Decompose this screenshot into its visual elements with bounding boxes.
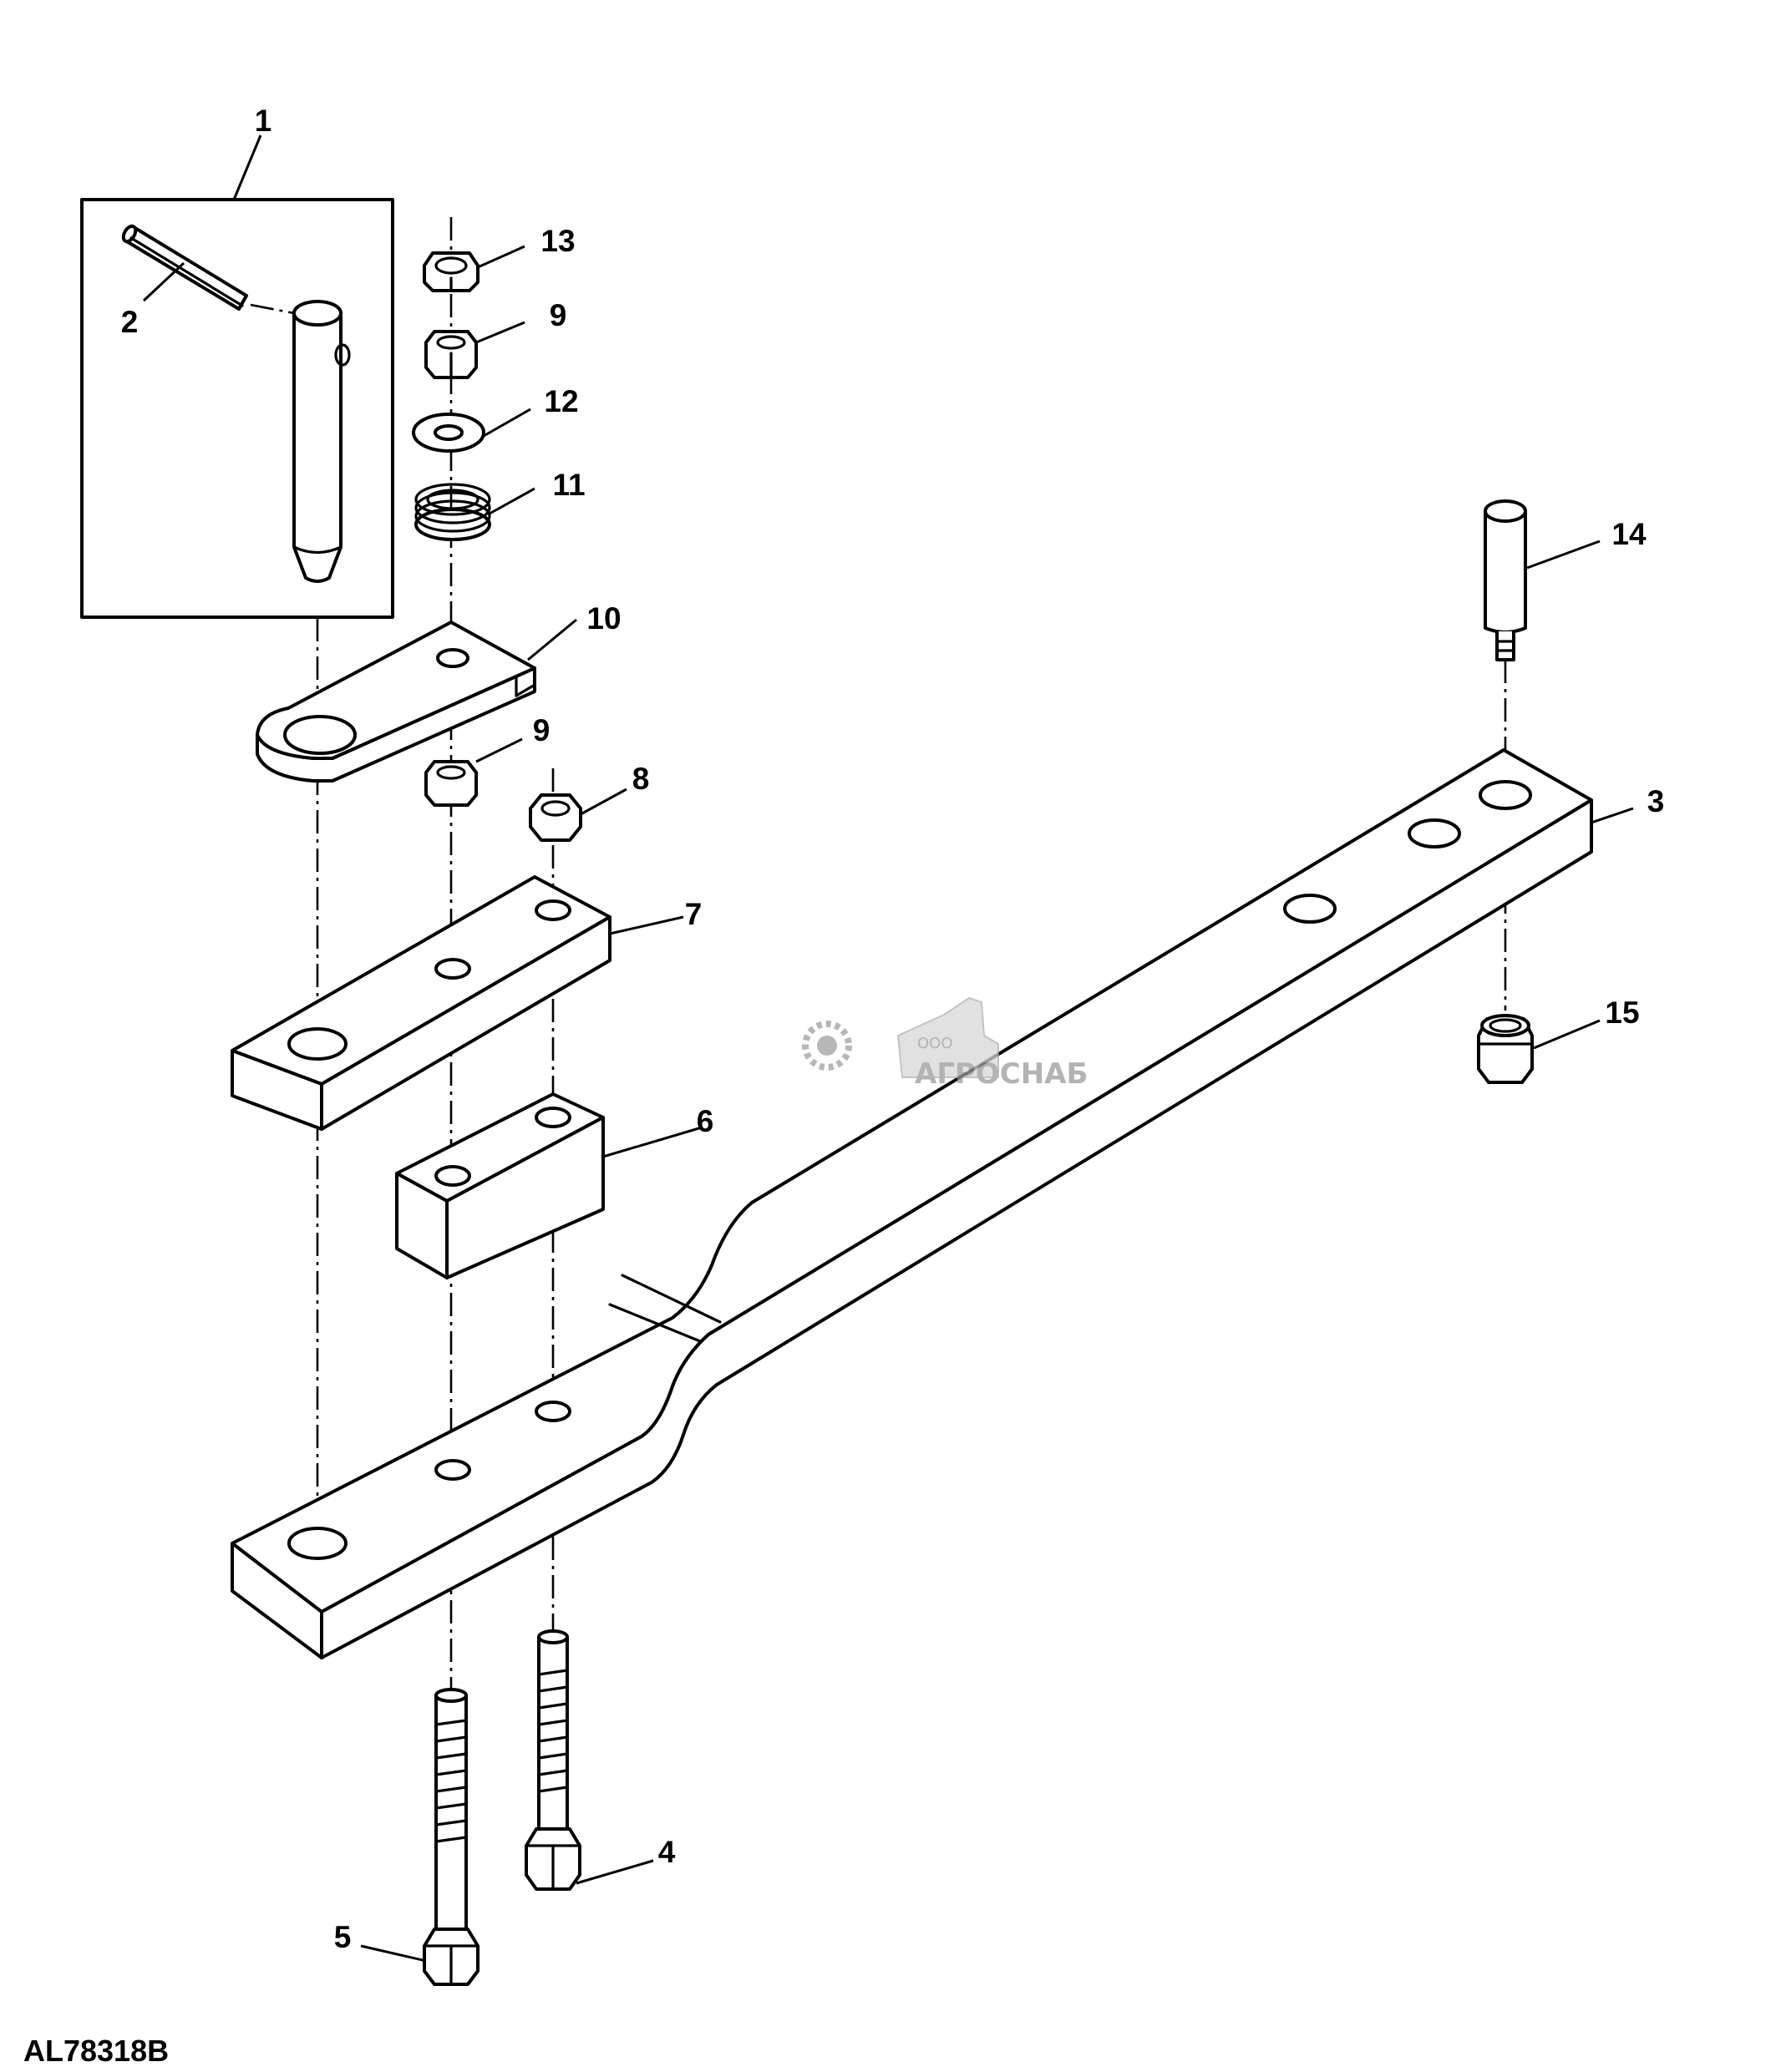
stud-14 — [1484, 499, 1527, 661]
callout-3: 3 — [1647, 784, 1665, 818]
spring-pin — [121, 224, 248, 311]
callout-1: 1 — [255, 104, 272, 138]
bolt-5 — [423, 1688, 480, 1986]
callout-8: 8 — [632, 762, 650, 796]
callout-12: 12 — [544, 384, 578, 418]
bolt-4 — [525, 1629, 581, 1891]
lock-nut-15 — [1477, 1014, 1534, 1084]
callout-6: 6 — [697, 1104, 714, 1138]
drawbar-3 — [231, 748, 1593, 1659]
callouts: 1 2 3 4 5 6 7 8 9 10 11 12 9 13 14 15 — [121, 104, 1665, 1954]
hex-nut-8 — [529, 793, 582, 842]
watermark-logo: ООО АГРОСНАБ — [802, 996, 1088, 1091]
spacer-block-6 — [395, 1092, 605, 1279]
spacer-plate-7 — [231, 875, 611, 1131]
callout-4: 4 — [658, 1835, 676, 1869]
hex-nut-9-upper — [424, 330, 478, 379]
callout-9-lower: 9 — [533, 713, 551, 747]
callout-9-upper: 9 — [550, 298, 567, 332]
callout-15: 15 — [1605, 995, 1639, 1030]
watermark-company-name: АГРОСНАБ — [915, 1057, 1088, 1091]
spring-11 — [414, 483, 491, 541]
figure-id: AL78318B — [23, 2034, 169, 2068]
leader-lines — [142, 134, 1634, 1963]
callout-7: 7 — [685, 897, 703, 931]
hex-nut-9-lower — [424, 760, 478, 807]
washer-12 — [412, 413, 485, 453]
callout-10: 10 — [586, 601, 621, 636]
callout-2: 2 — [121, 305, 139, 339]
latch-plate-10 — [256, 621, 536, 783]
pin-assembly-box — [80, 198, 394, 619]
callout-11: 11 — [552, 468, 585, 502]
watermark-company-prefix: ООО — [917, 1035, 953, 1052]
callout-5: 5 — [334, 1920, 352, 1954]
callout-14: 14 — [1611, 517, 1647, 551]
callout-13: 13 — [540, 224, 575, 258]
lock-nut-13 — [423, 251, 480, 292]
